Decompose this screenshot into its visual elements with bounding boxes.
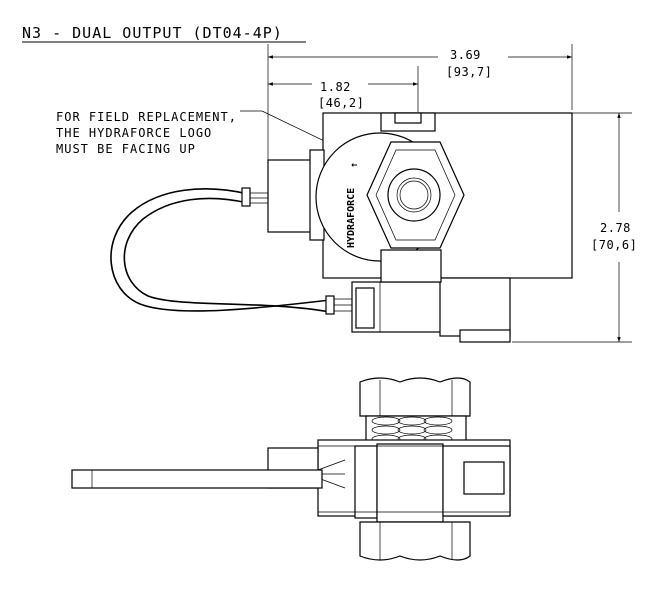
field-replacement-note: FOR FIELD REPLACEMENT, THE HYDRAFORCE LO… <box>56 110 344 156</box>
cable-wires-bottom <box>325 295 352 315</box>
top-cap <box>359 377 471 417</box>
side-connector-tab <box>463 461 505 495</box>
hydraforce-logo: HYDRAFORCE <box>346 188 357 248</box>
offset-inch-label: 1.82 <box>320 80 351 94</box>
side-cable <box>71 469 323 489</box>
bottom-cap <box>359 521 471 561</box>
height-inch-label: 2.78 <box>600 221 631 235</box>
dimension-center-offset: 1.82 [46,2] <box>268 66 419 112</box>
logo-arrow-icon: ↑ <box>349 162 360 168</box>
cable-loop <box>110 188 331 312</box>
dimension-overall-width: 3.69 [93,7] <box>267 44 573 160</box>
nut-bore <box>387 168 441 222</box>
offset-mm-label: [46,2] <box>318 96 364 110</box>
width-inch-label: 3.69 <box>450 48 481 62</box>
dimension-overall-height: 2.78 [70,6] <box>444 112 637 343</box>
note-line-3: MUST BE FACING UP <box>56 142 196 156</box>
side-view <box>71 377 511 561</box>
cable-wires-top <box>241 187 268 207</box>
height-mm-label: [70,6] <box>591 238 637 252</box>
note-line-1: FOR FIELD REPLACEMENT, <box>56 110 237 124</box>
top-view: HYDRAFORCE ↑ <box>110 112 573 343</box>
drawing-title: N3 - DUAL OUTPUT (DT04-4P) <box>22 24 283 42</box>
note-line-2: THE HYDRAFORCE LOGO <box>56 126 212 140</box>
width-mm-label: [93,7] <box>446 65 492 79</box>
spring-coils <box>365 415 467 445</box>
